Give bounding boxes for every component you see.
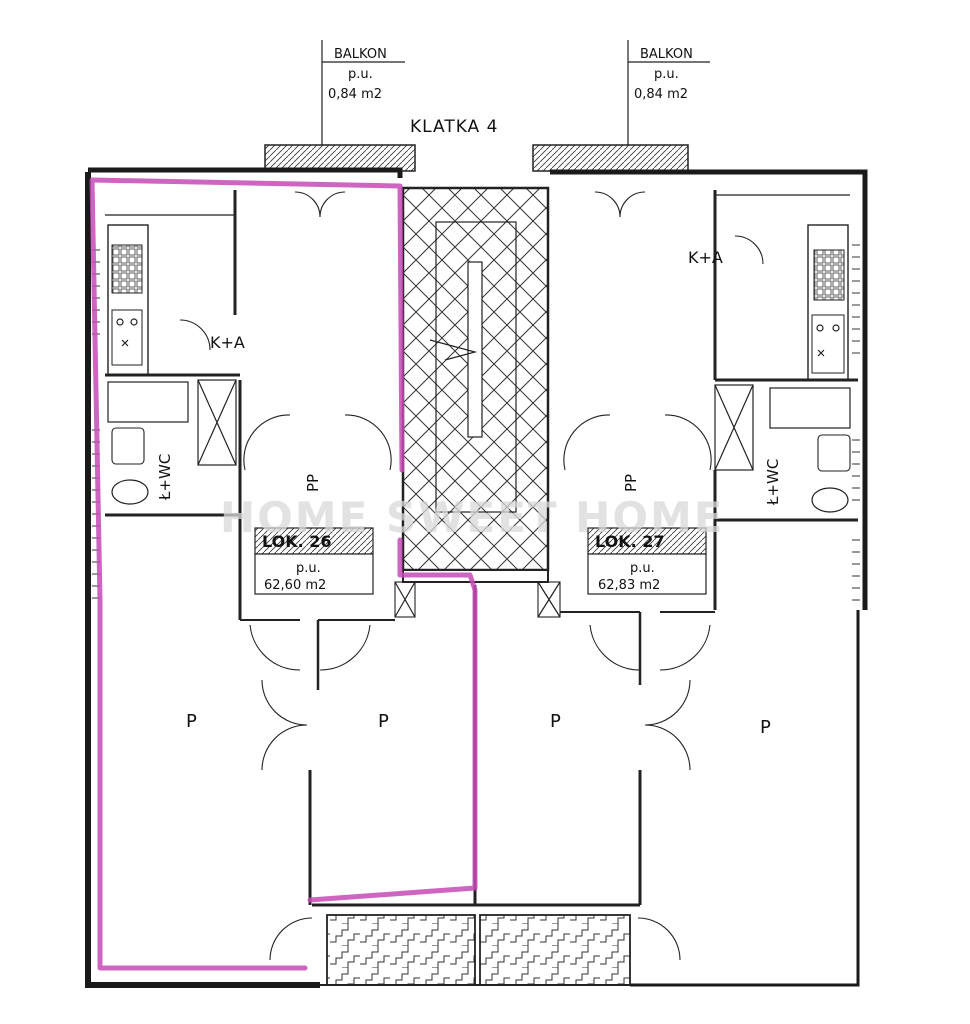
room-label-4: P <box>760 717 771 738</box>
balcony-left-pu: p.u. <box>348 67 373 82</box>
room-label-kitchen-right: K+A <box>688 248 723 267</box>
balcony-right <box>532 40 710 172</box>
apartment-26-area: 62,60 m2 <box>264 578 326 593</box>
room-label-bath-right: Ł+WC <box>764 459 782 506</box>
apartment-27-pu: p.u. <box>630 561 655 576</box>
right-apartment-walls <box>537 190 858 905</box>
apartment-26-info: LOK. 26 p.u. 62,60 m2 <box>254 527 374 595</box>
room-label-kitchen-left: K+A <box>210 333 245 352</box>
watermark-text: HOME SWEET HOME <box>220 493 725 542</box>
apartment-26-number: LOK. 26 <box>262 532 332 551</box>
stairwell <box>401 186 550 583</box>
apartment-27-info: LOK. 27 p.u. 62,83 m2 <box>587 527 707 595</box>
highlighted-apartment-outline <box>89 177 478 971</box>
room-label-bath-left: Ł+WC <box>156 454 174 501</box>
apartment-27-area: 62,83 m2 <box>598 578 660 593</box>
door-swings <box>179 191 764 961</box>
room-label-hall-right: PP <box>622 474 640 492</box>
stairwell-label: KLATKA 4 <box>410 117 498 137</box>
balcony-right-pu: p.u. <box>654 67 679 82</box>
balcony-left <box>264 40 416 172</box>
balcony-right-label: BALKON <box>640 47 693 62</box>
left-apartment-walls <box>105 190 416 905</box>
apartment-26-pu: p.u. <box>296 561 321 576</box>
room-label-2: P <box>378 711 389 732</box>
room-label-1: P <box>186 711 197 732</box>
balcony-right-area: 0,84 m2 <box>634 87 688 102</box>
balcony-left-label: BALKON <box>334 47 387 62</box>
apartment-27-number: LOK. 27 <box>595 532 665 551</box>
room-label-3: P <box>550 711 561 732</box>
entrance-stairs <box>312 903 640 986</box>
room-label-hall-left: PP <box>304 474 322 492</box>
balcony-left-area: 0,84 m2 <box>328 87 382 102</box>
